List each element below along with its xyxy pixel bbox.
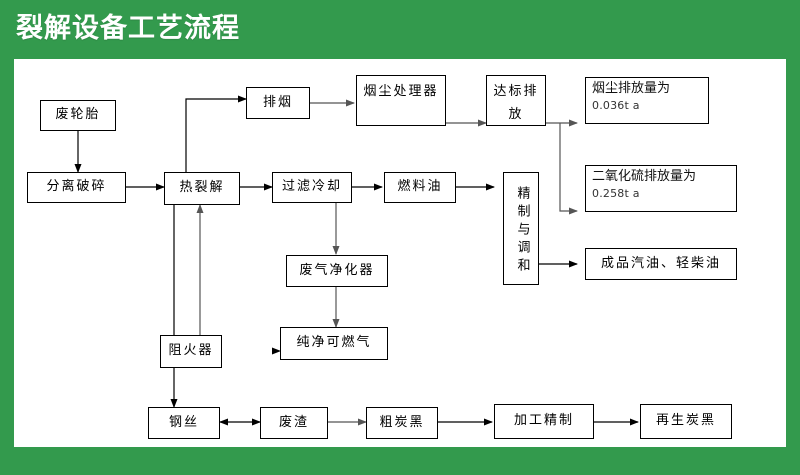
node-separate-crush[interactable]: 分离破碎 — [27, 172, 126, 203]
node-pyrolysis[interactable]: 热裂解 — [164, 172, 240, 205]
node-exhaust-smoke[interactable]: 排烟 — [246, 87, 310, 119]
node-so2-emission-value[interactable]: 二氧化硫排放量为 0.258t a — [585, 165, 737, 212]
node-waste-residue[interactable]: 废渣 — [260, 407, 328, 439]
node-filter-cool[interactable]: 过滤冷却 — [272, 172, 352, 203]
dust-emission-amount: 0.036t a — [592, 98, 640, 112]
node-refine-blend[interactable]: 精制与调和 — [503, 172, 539, 285]
node-process-refine[interactable]: 加工精制 — [494, 404, 594, 439]
node-flame-arrester[interactable]: 阻火器 — [160, 335, 222, 368]
node-clean-gas[interactable]: 纯净可燃气 — [280, 327, 388, 360]
node-waste-tire[interactable]: 废轮胎 — [40, 100, 116, 131]
dust-emission-label: 烟尘排放量为 — [592, 81, 671, 96]
node-finished-oil[interactable]: 成品汽油、轻柴油 — [585, 248, 737, 280]
node-recycled-carbon-black[interactable]: 再生炭黑 — [640, 404, 732, 439]
page-title: 裂解设备工艺流程 — [16, 13, 240, 44]
node-fuel-oil[interactable]: 燃料油 — [384, 172, 456, 203]
so2-emission-amount: 0.258t a — [592, 186, 640, 200]
node-dust-treatment[interactable]: 烟尘处理器 — [356, 75, 446, 126]
node-gas-purifier[interactable]: 废气净化器 — [286, 255, 388, 287]
so2-emission-label: 二氧化硫排放量为 — [592, 169, 697, 184]
node-dust-emission-value[interactable]: 烟尘排放量为 0.036t a — [585, 77, 709, 124]
flowchart-canvas: 废轮胎 分离破碎 热裂解 排烟 烟尘处理器 达标排放 烟尘排放量为 0.036t… — [14, 59, 786, 447]
node-standard-emission[interactable]: 达标排放 — [486, 75, 546, 126]
node-steel-wire[interactable]: 钢丝 — [148, 407, 220, 439]
node-crude-carbon-black[interactable]: 粗炭黑 — [366, 407, 438, 439]
